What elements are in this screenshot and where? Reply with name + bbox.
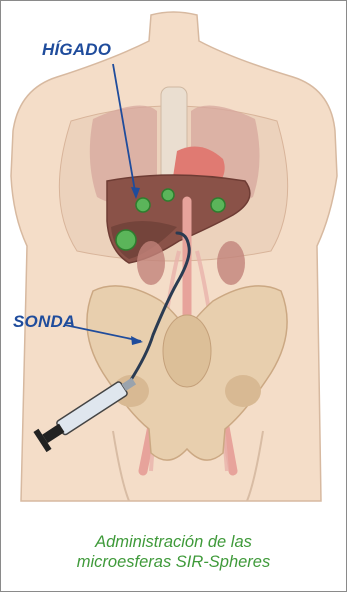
liver-label: HÍGADO xyxy=(42,40,111,60)
microsphere xyxy=(116,230,136,250)
microsphere xyxy=(162,189,174,201)
caption: Administración de las microesferas SIR-S… xyxy=(1,532,346,572)
left-kidney xyxy=(137,241,165,285)
caption-line-1: Administración de las xyxy=(1,532,346,552)
probe-label: SONDA xyxy=(13,312,75,332)
caption-line-2: microesferas SIR-Spheres xyxy=(1,552,346,572)
microsphere xyxy=(136,198,150,212)
right-kidney xyxy=(217,241,245,285)
right-hip-socket xyxy=(225,375,261,407)
microsphere xyxy=(211,198,225,212)
sacrum xyxy=(163,315,211,387)
